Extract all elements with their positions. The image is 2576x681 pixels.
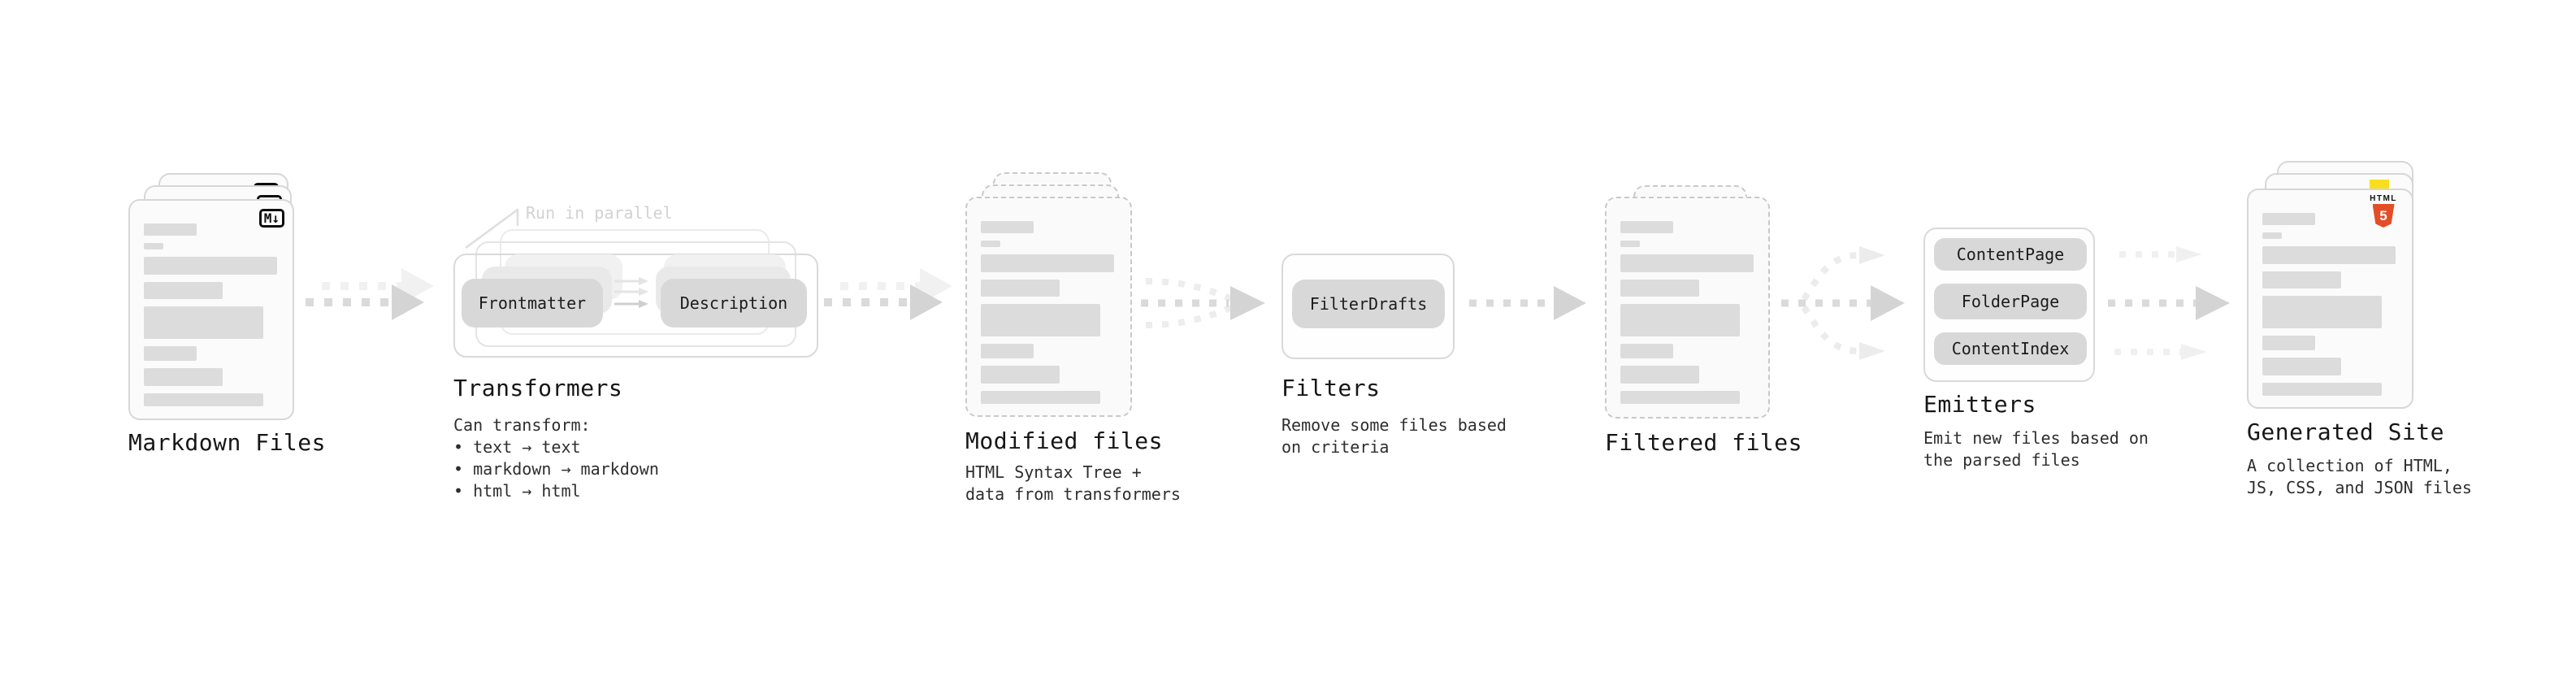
parallel-leader-line [465,208,519,249]
stage-title-markdown-files: Markdown Files [128,429,327,456]
text-line-placeholder [1620,221,1673,233]
text-line-placeholder [1620,304,1740,336]
text-line-placeholder [1620,344,1673,358]
stage-desc-generated-site: A collection of HTML, JS, CSS, and JSON … [2247,456,2472,497]
stage-desc-modified-files: HTML Syntax Tree + data from transformer… [965,462,1181,504]
text-line-placeholder [2262,232,2282,239]
text-line-placeholder [1620,241,1640,247]
flow-arrow-icon [2119,246,2202,262]
document-text-placeholder [981,221,1114,404]
html5-word: HTML [2370,194,2397,203]
document-text-placeholder [2262,213,2396,396]
diverging-flow-arrow-icon [1781,246,1905,360]
text-line-placeholder [2262,296,2382,328]
emitter-pill-contentindex: ContentIndex [1934,332,2087,365]
text-line-placeholder [144,282,223,299]
text-line-placeholder [144,223,197,236]
text-line-placeholder [2262,271,2341,288]
markdown-icon: M↓ [258,209,284,228]
stage-title-emitters: Emitters [1923,391,2036,418]
text-line-placeholder [2262,213,2315,225]
html5-shield: 5 [2372,204,2395,228]
text-line-placeholder [2262,246,2396,264]
emitter-pill-folderpage: FolderPage [1934,284,2087,319]
text-line-placeholder [2262,383,2382,396]
text-line-placeholder [981,280,1060,297]
emitter-pill-contentpage: ContentPage [1934,238,2087,271]
modified-file-card-front [965,197,1132,417]
document-text-placeholder [144,223,277,406]
text-line-placeholder [981,241,1000,247]
stage-title-filters: Filters [1281,375,1381,401]
text-line-placeholder [144,243,163,249]
flow-arrow-icon [306,268,434,320]
text-line-placeholder [981,344,1034,358]
document-text-placeholder [1620,221,1754,404]
text-line-placeholder [2262,358,2341,375]
stage-desc-emitters: Emit new files based on the parsed files [1923,428,2149,470]
parallel-arrows-icon [614,277,648,308]
text-line-placeholder [144,393,263,406]
text-line-placeholder [981,366,1060,384]
html5-icon: HTML 5 [2365,194,2402,228]
js-icon [2370,180,2389,190]
html5-number: 5 [2379,207,2387,223]
transformer-pill-frontmatter: Frontmatter [462,279,603,327]
parallel-label: Run in parallel [526,203,673,223]
flow-arrow-icon [2108,286,2230,320]
stage-title-filtered-files: Filtered files [1605,429,1803,456]
stage-desc-filters: Remove some files based on criteria [1281,415,1507,457]
text-line-placeholder [981,221,1034,233]
transformer-frame-front [453,254,818,358]
text-line-placeholder [981,304,1100,336]
text-line-placeholder [144,368,223,386]
filtered-file-card-front [1605,197,1770,419]
text-line-placeholder [981,391,1100,404]
text-line-placeholder [1620,280,1699,297]
stage-title-modified-files: Modified files [965,427,1164,454]
site-file-card-html: HTML 5 [2247,189,2413,409]
transformer-pill-description: Description [661,279,807,327]
stage-title-transformers: Transformers [453,375,623,401]
filter-pill-filterdrafts: FilterDrafts [1292,280,1445,328]
text-line-placeholder [1620,254,1754,272]
text-line-placeholder [1620,366,1699,384]
flow-arrow-icon [1469,286,1586,320]
text-line-placeholder [2262,336,2315,350]
text-line-placeholder [1620,391,1740,404]
text-line-placeholder [144,346,197,361]
converging-flow-arrow-icon [1141,278,1265,328]
text-line-placeholder [981,254,1114,272]
flow-arrow-icon [2114,344,2207,360]
text-line-placeholder [144,306,263,339]
markdown-file-card-front: M↓ [128,199,294,420]
stage-title-generated-site: Generated Site [2247,419,2445,445]
stage-desc-transformers: Can transform: • text → text • markdown … [453,415,659,501]
flow-arrow-icon [824,268,952,320]
text-line-placeholder [144,257,277,275]
